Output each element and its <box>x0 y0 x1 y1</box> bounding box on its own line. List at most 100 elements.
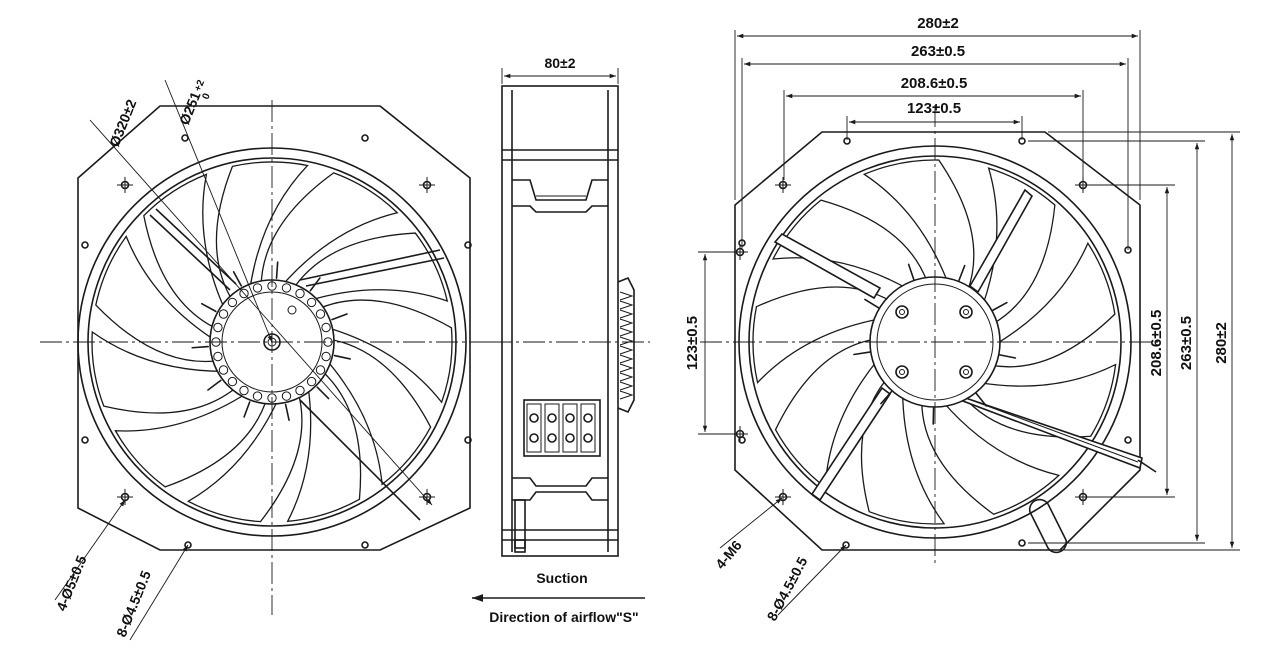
rear-top-dimensions: 280±2 263±0.5 208.6±0.5 123±0.5 <box>734 15 1141 250</box>
terminal-slot <box>580 403 596 453</box>
impeller-blade <box>95 235 221 363</box>
impeller-blade <box>260 172 399 289</box>
label-width-123: 123±0.5 <box>907 100 961 117</box>
front-impeller-blades <box>91 161 453 523</box>
terminal-screw <box>547 433 557 443</box>
label-thread: 4-M6 <box>712 537 745 572</box>
rear-hub-fins <box>853 263 1017 425</box>
grille-fin <box>619 327 634 337</box>
grille-fin <box>619 363 634 373</box>
hub-fin <box>880 390 893 405</box>
hub-vent-hole <box>321 322 331 333</box>
hub-bolt-center <box>899 369 905 375</box>
grille-fin <box>619 291 634 301</box>
hub-bolt <box>959 365 973 379</box>
leader-rear-8holes <box>777 544 847 616</box>
impeller-blade <box>114 391 269 488</box>
grille-fin <box>619 390 634 400</box>
front-hub-fins <box>191 261 351 421</box>
hub-vent-hole <box>239 288 249 299</box>
mounting-hole-small <box>361 134 369 142</box>
hub-vent-hole <box>218 309 229 319</box>
leader-thread <box>719 497 783 549</box>
label-inner-diameter: Ø251 <box>176 89 204 127</box>
side-motor-grille <box>617 276 635 414</box>
label-right-280: 280±2 <box>1213 322 1230 364</box>
label-right-208: 208.6±0.5 <box>1148 310 1165 377</box>
impeller-blade <box>143 173 227 331</box>
rear-cable-slot <box>1028 498 1068 554</box>
mounting-hole-small <box>738 436 746 444</box>
hub-vent-hole <box>315 365 326 375</box>
rear-impeller-blades <box>752 159 1117 525</box>
mounting-hole-small <box>81 436 89 444</box>
grille-fin <box>619 354 634 364</box>
label-suction: Suction <box>536 570 587 586</box>
terminal-slot <box>544 403 560 453</box>
hub-fin <box>998 354 1017 359</box>
hub-fin <box>243 401 251 418</box>
label-width-280: 280±2 <box>917 15 959 32</box>
hub-fin <box>992 301 1008 312</box>
hub-fin <box>958 264 966 282</box>
mounting-hole-small <box>464 241 472 249</box>
hub-fin <box>284 403 290 421</box>
hub-bolt <box>895 305 909 319</box>
mounting-hole-small <box>1018 539 1026 547</box>
impeller-blade <box>771 199 929 290</box>
grille-fin <box>619 336 634 346</box>
label-airflow: Direction of airflow"S" <box>489 609 638 625</box>
impeller-blade <box>961 363 1117 438</box>
impeller-blade <box>291 232 449 302</box>
hub-vent-hole <box>321 351 331 362</box>
hub-vent-hole <box>306 376 317 387</box>
impeller-blade <box>186 389 303 523</box>
impeller-blade <box>323 338 432 486</box>
rear-view: 280±2 263±0.5 208.6±0.5 123±0.5 123±0.5 <box>684 15 1240 623</box>
grille-fin <box>619 372 634 382</box>
front-flange-plate <box>77 105 471 551</box>
mounting-hole-small <box>81 241 89 249</box>
impeller-blade <box>91 330 240 414</box>
mounting-hole-small <box>181 134 189 142</box>
side-terminal-block <box>523 399 601 457</box>
hub-fin <box>275 261 279 279</box>
mounting-hole-small <box>1124 436 1132 444</box>
grille-fin <box>619 345 634 355</box>
hub-fin <box>333 354 351 360</box>
terminal-slot <box>562 403 578 453</box>
hub-fin <box>200 302 217 313</box>
hub-fin <box>191 345 209 349</box>
leader-outer-dia <box>89 119 433 506</box>
impeller-blade <box>862 159 975 293</box>
front-view: Ø320±2 Ø251 +2 0 4-Ø5±0.5 8-Ø4.5±0.5 <box>40 78 505 641</box>
front-hub-holes <box>211 281 333 403</box>
grille-fin <box>619 381 634 391</box>
leader-4holes <box>54 499 126 601</box>
impeller-blade <box>774 338 879 489</box>
impeller-blade <box>315 299 453 404</box>
hub-vent-hole <box>281 391 292 401</box>
mounting-hole-small <box>361 541 369 549</box>
impeller-blade <box>215 161 309 304</box>
terminal-screw <box>529 433 539 443</box>
label-width-208: 208.6±0.5 <box>901 75 968 92</box>
hub-bolt <box>959 305 973 319</box>
hub-fin <box>207 379 222 391</box>
hub-vent-hole <box>213 322 223 333</box>
grille-fin <box>619 318 634 328</box>
label-8-holes: 8-Ø4.5±0.5 <box>113 568 154 639</box>
label-left-123: 123±0.5 <box>684 316 701 370</box>
terminal-screw <box>565 433 575 443</box>
hub-vent-hole <box>315 309 326 319</box>
hub-vent-hole <box>295 288 305 299</box>
hub-vent-hole <box>213 351 223 362</box>
impeller-blade <box>752 286 892 384</box>
label-right-263: 263±0.5 <box>1178 316 1195 370</box>
label-depth: 80±2 <box>544 55 575 71</box>
terminal-screw <box>565 413 575 423</box>
terminal-screw <box>547 413 557 423</box>
hub-fin <box>864 298 880 309</box>
hub-fin <box>907 263 915 281</box>
